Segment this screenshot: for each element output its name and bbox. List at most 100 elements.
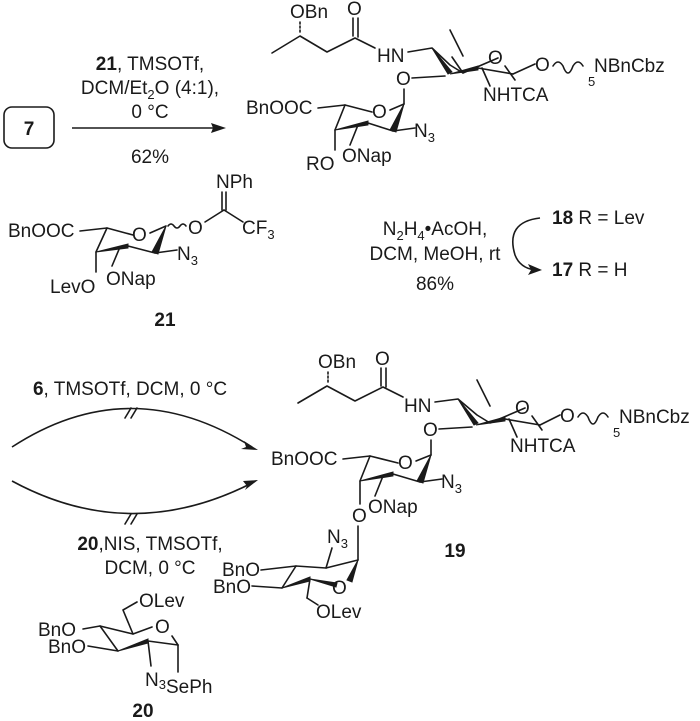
donor21-ring-lower [127, 245, 156, 254]
p19-ring2-bond [415, 454, 432, 462]
failed-mark-2a [124, 513, 132, 525]
p19-bnooc-label: BnOOC [271, 449, 338, 470]
onap-label: ONap [342, 146, 392, 167]
compound-box-frame [3, 106, 55, 149]
p19-ring3-o: O [332, 578, 347, 599]
p19-c6-bond2 [306, 597, 319, 606]
donor21-wedge [151, 225, 167, 255]
obn-label: OBn [290, 2, 328, 23]
donor21-ring-left [95, 227, 108, 253]
anomeric-o-label: O [535, 55, 550, 76]
donor21-compound-label: 21 [154, 310, 176, 331]
p19-bno1-label: BnO [222, 560, 260, 581]
p19-ring2-left [359, 455, 371, 482]
failed-mark-2b [130, 513, 138, 525]
step1-reagents-line2: DCM/Et2O (4:1), [81, 78, 219, 102]
p19-nhtca-label: NHTCA [510, 436, 576, 457]
donor20-ring-o: O [155, 617, 170, 638]
failed-mark-1a [124, 407, 132, 419]
step2-yield: 86% [416, 274, 454, 295]
p19-link-bond [438, 426, 473, 430]
p19-ring1-bond [531, 415, 543, 431]
p19-anomeric-o: O [560, 406, 575, 427]
p19-ring1-wedge1 [457, 398, 479, 426]
ring2-lower [367, 122, 394, 132]
ring1-lower [477, 67, 514, 75]
failed-mark-1b [130, 407, 138, 419]
p19-ring3-wedge3 [346, 559, 359, 583]
c-cf3-bond [223, 209, 244, 223]
donor-20-structure: OLev O BnO BnO N3SePh 20 [38, 591, 212, 721]
carbonyl-o-label: O [347, 0, 362, 20]
link-bond [411, 75, 446, 79]
step2-deprotection: N2H4•AcOH, DCM, MeOH, rt 86% 18 R = Lev … [370, 208, 645, 295]
c-o-bond [204, 209, 225, 223]
donor21-onap-label: ONap [106, 269, 156, 290]
ro-label: RO [306, 154, 335, 175]
p19-n3b-label: N3 [327, 527, 348, 551]
p19-o-link2: O [352, 506, 367, 527]
top-curved-arrow [11, 407, 253, 448]
product-18-17-structure: OBn O HN O NHTCA O 5 NBnCbz O BnOOC O [246, 0, 665, 175]
donor20-compound-label: 20 [132, 701, 153, 721]
p19-ring2-wedge2 [359, 471, 394, 482]
donor21-onap-bond [111, 246, 121, 267]
donor21-n3-label: N3 [177, 244, 198, 268]
p19-side-chain [297, 385, 404, 404]
ring2-o-label: O [372, 102, 387, 123]
p19-ring2-o: O [398, 453, 413, 474]
p19-obn-label: OBn [318, 352, 356, 373]
link-o-label: O [396, 69, 411, 90]
ring1-methyl-top [449, 29, 464, 57]
ring2-wedge2 [334, 120, 369, 131]
donor21-levo-label: LevO [50, 277, 95, 298]
step1-temperature: 0 °C [131, 102, 168, 123]
nhtca-label: NHTCA [483, 85, 549, 106]
side-chain-bonds [271, 35, 376, 54]
donor20-bno2-label: BnO [48, 637, 86, 658]
donor20-wedge [117, 638, 149, 652]
p19-ring2-lower [392, 473, 421, 483]
donor20-bno1-label: BnO [38, 620, 76, 641]
donor20-ring-left [99, 625, 119, 652]
compound-7-label: 7 [24, 119, 35, 140]
step3-failed-routes: 6, TMSOTf, DCM, 0 °C 20,NIS, TMSOTf, DCM… [11, 379, 258, 579]
n3-label: N3 [414, 121, 435, 145]
ring2-left [334, 104, 346, 131]
bnooc-label: BnOOC [246, 98, 313, 119]
bottom-arrow-head [243, 480, 258, 490]
p19-nhtca-bond [508, 418, 518, 438]
donor21-bnooc-label: BnOOC [8, 221, 75, 242]
p19-olev-label: OLev [316, 602, 362, 623]
donor20-bno2-bond [87, 645, 119, 652]
p19-carbonyl-o: O [375, 349, 390, 370]
p19-ring1-o: O [515, 398, 530, 419]
product-19-structure: OBn O HN O NHTCA O 5 NBnCbz O BnOOC O N3 [213, 349, 690, 623]
hn-label: HN [377, 46, 404, 67]
donor20-c6-bonds [122, 601, 138, 635]
p19-anomeric-bond [539, 414, 561, 426]
ring1-wedge1 [431, 47, 453, 75]
p19-n3b-bond [325, 547, 333, 569]
compound-17-label: 17 R = H [552, 260, 628, 281]
p19-hn-label: HN [404, 396, 431, 417]
step1-arrow: 21, TMSOTf, DCM/Et2O (4:1), 0 °C 62% [72, 54, 226, 168]
p19-c6-bond [306, 578, 311, 599]
donor21-wedge2 [95, 243, 129, 253]
p19-onap-label: ONap [368, 497, 418, 518]
p19-bno2-bond [251, 585, 283, 589]
arrow-head [211, 123, 226, 133]
donor20-ring-bond [171, 635, 179, 646]
cf3-label: CF3 [242, 218, 275, 242]
wavy-bond [167, 223, 187, 229]
p19-nbncbz-label: NBnCbz [619, 407, 690, 428]
linker-subscript: 5 [588, 74, 595, 89]
top-arrow-head [241, 441, 258, 450]
donor21-o-label: O [188, 218, 203, 239]
n3-bond [392, 127, 416, 132]
curved-arrow [512, 217, 541, 271]
p19-onap-bond [374, 475, 384, 497]
donor21-ring-o-label: O [132, 225, 147, 246]
p19-ring3-left [281, 565, 297, 589]
donor21-n3-bond [154, 249, 178, 254]
